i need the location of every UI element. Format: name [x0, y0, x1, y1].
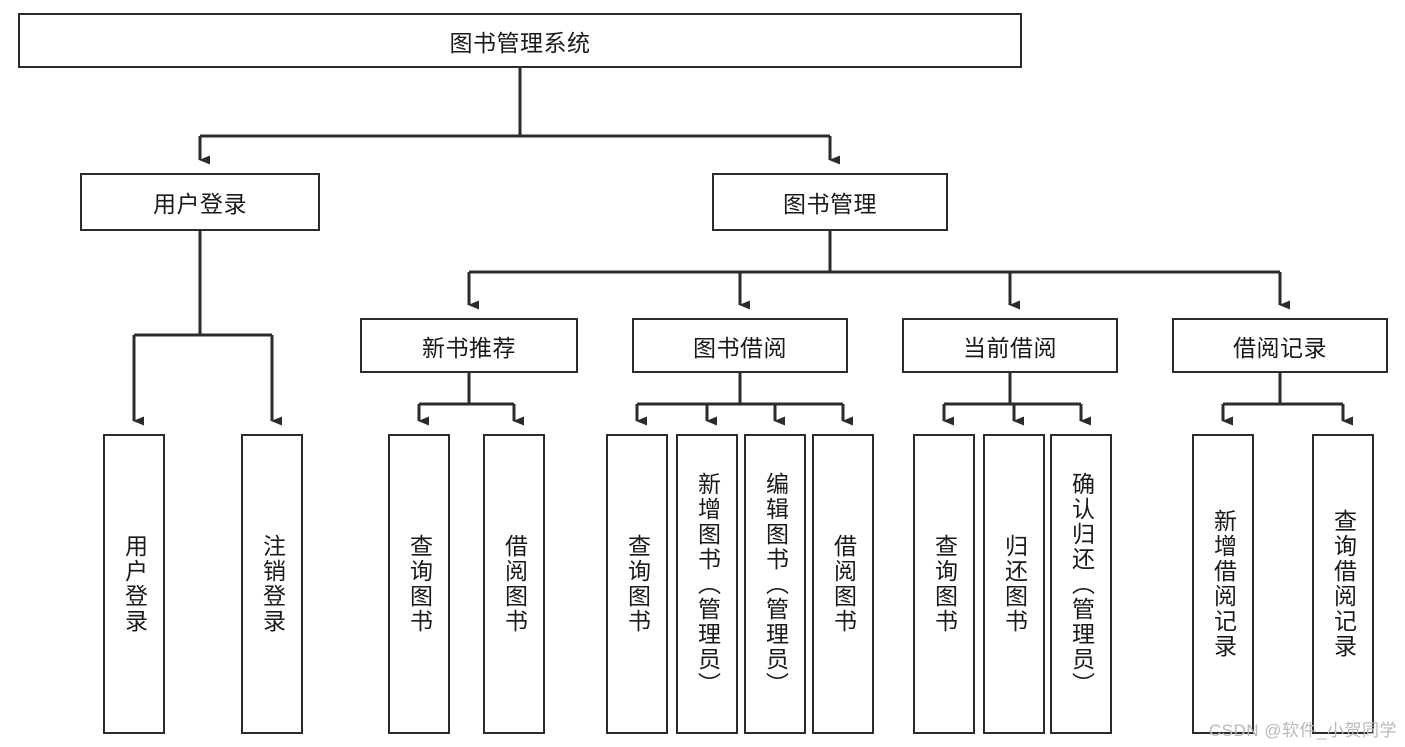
- node-leaf-add-record[interactable]: 新增借阅记录: [1192, 434, 1254, 734]
- node-leaf-query-book-1[interactable]: 查询图书: [388, 434, 450, 734]
- csdn-watermark: CSDN @软件_小贺同学: [1208, 721, 1397, 740]
- node-leaf-query-record-label: 查询借阅记录: [1330, 509, 1357, 659]
- node-leaf-borrow-book-2-label: 借阅图书: [830, 534, 857, 634]
- node-new-book-recommend-label: 新书推荐: [422, 334, 516, 361]
- node-user-login[interactable]: 用户登录: [80, 173, 320, 231]
- node-leaf-borrow-book-1[interactable]: 借阅图书: [483, 434, 545, 734]
- node-leaf-return-book[interactable]: 归还图书: [983, 434, 1045, 734]
- node-root[interactable]: 图书管理系统: [18, 13, 1022, 68]
- node-leaf-query-book-1-label: 查询图书: [406, 534, 433, 634]
- node-leaf-confirm-return-label: 确认归还（管理员）: [1068, 471, 1095, 697]
- node-current-borrow[interactable]: 当前借阅: [902, 318, 1118, 373]
- node-leaf-user-login-label: 用户登录: [121, 534, 148, 634]
- node-current-borrow-label: 当前借阅: [963, 334, 1057, 361]
- node-user-login-label: 用户登录: [153, 191, 247, 217]
- node-leaf-query-book-3-label: 查询图书: [931, 534, 958, 634]
- node-leaf-logout[interactable]: 注销登录: [241, 434, 303, 734]
- node-book-manage[interactable]: 图书管理: [712, 173, 948, 231]
- node-book-borrow[interactable]: 图书借阅: [632, 318, 848, 373]
- node-leaf-query-book-2-label: 查询图书: [624, 534, 651, 634]
- node-leaf-return-book-label: 归还图书: [1001, 534, 1028, 634]
- node-leaf-logout-label: 注销登录: [259, 534, 286, 634]
- node-leaf-borrow-book-1-label: 借阅图书: [501, 534, 528, 634]
- node-borrow-record[interactable]: 借阅记录: [1172, 318, 1388, 373]
- node-leaf-borrow-book-2[interactable]: 借阅图书: [812, 434, 874, 734]
- node-book-manage-label: 图书管理: [783, 191, 877, 217]
- node-leaf-confirm-return[interactable]: 确认归还（管理员）: [1050, 434, 1112, 734]
- node-leaf-query-book-2[interactable]: 查询图书: [606, 434, 668, 734]
- node-leaf-user-login[interactable]: 用户登录: [103, 434, 165, 734]
- node-leaf-query-record[interactable]: 查询借阅记录: [1312, 434, 1374, 734]
- node-new-book-recommend[interactable]: 新书推荐: [360, 318, 578, 373]
- node-book-borrow-label: 图书借阅: [693, 334, 787, 361]
- node-leaf-edit-book[interactable]: 编辑图书（管理员）: [744, 434, 806, 734]
- node-leaf-edit-book-label: 编辑图书（管理员）: [762, 471, 789, 697]
- node-leaf-add-book-label: 新增图书（管理员）: [694, 471, 721, 697]
- node-leaf-add-record-label: 新增借阅记录: [1210, 509, 1237, 659]
- node-leaf-query-book-3[interactable]: 查询图书: [913, 434, 975, 734]
- node-root-label: 图书管理系统: [449, 29, 591, 56]
- connector-lines: [132, 68, 1353, 426]
- node-borrow-record-label: 借阅记录: [1233, 334, 1327, 361]
- node-leaf-add-book[interactable]: 新增图书（管理员）: [676, 434, 738, 734]
